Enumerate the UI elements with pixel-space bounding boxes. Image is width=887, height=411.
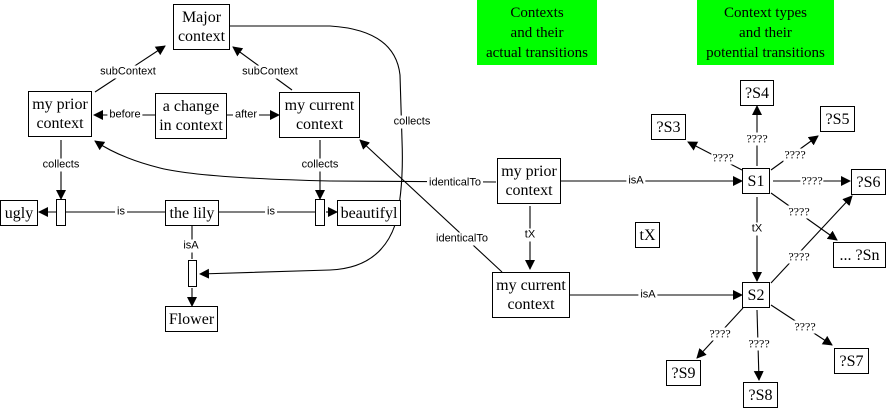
node-the-lily[interactable]: the lily xyxy=(165,200,219,226)
label-is-right: is xyxy=(265,205,277,219)
label-after: after xyxy=(232,108,260,122)
label-tx-right: tX xyxy=(749,222,765,236)
label-identicalto-bottom: identicalTo xyxy=(434,232,490,246)
label-subcontext-right: subContext xyxy=(240,65,300,79)
label-isa-lily: isA xyxy=(181,239,201,253)
node-a-change-in-context[interactable]: a change in context xyxy=(155,93,227,139)
edge-identicalto-top xyxy=(94,140,497,183)
node-my-current-context-mid[interactable]: my current context xyxy=(492,272,570,318)
label-collects-mid: collects xyxy=(299,158,341,172)
edge-identicalto-bottom xyxy=(359,139,503,273)
label-q-s4: ???? xyxy=(745,131,769,146)
node-s9[interactable]: ?S9 xyxy=(666,360,701,386)
label-before: before xyxy=(107,108,143,122)
label-subcontext-left: subContext xyxy=(98,65,158,79)
node-ugly[interactable]: ugly xyxy=(0,200,38,226)
node-my-prior-context-mid[interactable]: my prior context xyxy=(497,158,561,204)
header-actual-transitions: Contexts and their actual transitions xyxy=(477,0,597,65)
edge-s2-s6 xyxy=(770,195,853,284)
label-q-s7: ???? xyxy=(793,319,817,334)
node-major-context[interactable]: Major context xyxy=(173,4,230,50)
label-q-s8: ???? xyxy=(747,336,771,351)
label-isa-current: isA xyxy=(638,288,658,302)
label-q-s2-s6: ???? xyxy=(787,249,811,264)
node-s7[interactable]: ?S7 xyxy=(834,348,869,374)
label-q-sn: ???? xyxy=(787,204,811,219)
label-is-left: is xyxy=(115,205,127,219)
node-sn[interactable]: ... ?Sn xyxy=(833,242,886,268)
node-s5[interactable]: ?S5 xyxy=(820,106,855,132)
edge-collects-curve xyxy=(199,25,403,279)
label-isa-prior: isA xyxy=(626,174,646,188)
header-potential-transitions: Context types and their potential transi… xyxy=(697,0,834,65)
node-tx-box[interactable]: tX xyxy=(635,222,660,248)
node-beautifyl[interactable]: beautifyl xyxy=(337,200,401,226)
label-q-s3: ???? xyxy=(711,150,735,165)
label-collects-left: collects xyxy=(40,158,82,172)
node-s2[interactable]: S2 xyxy=(742,282,770,308)
node-my-prior-context-left[interactable]: my prior context xyxy=(28,91,92,137)
node-s8[interactable]: ?S8 xyxy=(743,382,778,408)
label-identicalto-top: identicalTo xyxy=(427,176,483,190)
node-flower[interactable]: Flower xyxy=(165,306,218,332)
node-my-current-context-left[interactable]: my current context xyxy=(279,92,360,138)
label-q-s6: ???? xyxy=(800,173,824,188)
junction-isa-lily xyxy=(188,260,197,287)
label-q-s9: ???? xyxy=(708,326,732,341)
label-q-s5: ???? xyxy=(783,147,807,162)
node-s4[interactable]: ?S4 xyxy=(740,80,774,106)
label-collects-curve: collects xyxy=(391,115,433,129)
node-s6[interactable]: ?S6 xyxy=(851,169,886,195)
junction-collects-mid xyxy=(315,199,325,226)
label-tx-mid: tX xyxy=(522,228,538,242)
junction-collects-left xyxy=(56,199,66,226)
node-s1[interactable]: S1 xyxy=(742,168,770,194)
node-s3[interactable]: ?S3 xyxy=(651,114,686,140)
